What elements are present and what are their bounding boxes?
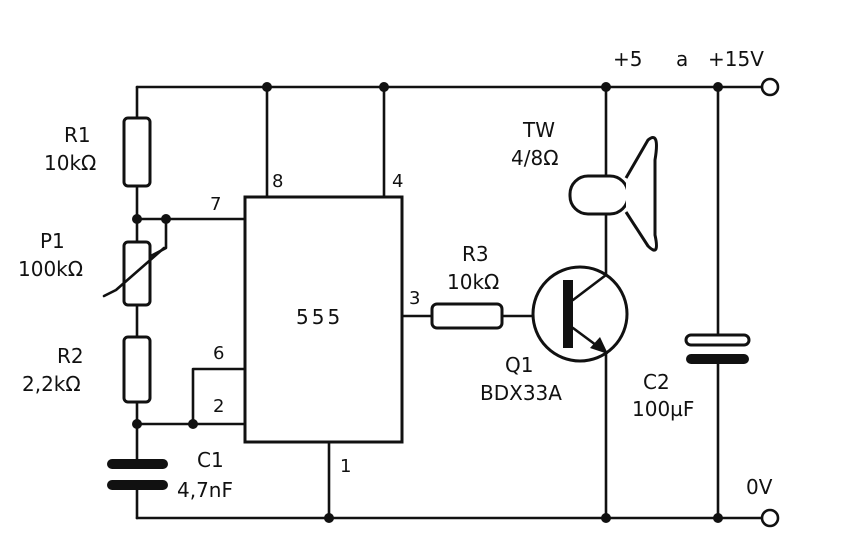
r1-value: 10kΩ [44,151,96,175]
ic-555-body [243,195,404,444]
r3-resistor [430,302,504,330]
tw-ref: TW [522,118,555,142]
wires [135,85,764,520]
c1-value: 4,7nF [177,478,233,502]
p1-adjust-arrow [102,246,166,298]
ground-label: 0V [746,475,773,499]
r1-resistor [122,116,152,188]
supply-15v-label: +15V [708,47,764,71]
supply-terminal [760,77,780,97]
ic-pin-6: 6 [213,343,224,364]
p1-ref: P1 [40,229,65,253]
junction-dots [132,82,723,523]
r1-ref: R1 [64,123,91,147]
ic-pin-4: 4 [392,171,403,192]
ic-pin-2: 2 [213,396,224,417]
c2-capacitor [684,333,751,364]
r2-resistor [122,335,152,404]
r2-ref: R2 [57,344,84,368]
tw-value: 4/8Ω [511,146,558,170]
c2-value: 100µF [632,397,694,421]
ic-name: 555 [296,305,343,329]
ic-pin-3: 3 [409,288,420,309]
r3-ref: R3 [462,242,489,266]
supply-or-label: a [676,47,688,71]
r3-value: 10kΩ [447,270,499,294]
p1-value: 100kΩ [18,257,83,281]
tw-speaker [568,136,658,252]
ic-pin-7: 7 [210,194,221,215]
ic-pin-1: 1 [340,456,351,477]
q1-ref: Q1 [505,353,533,377]
q1-transistor [531,265,629,363]
c2-ref: C2 [643,370,670,394]
c1-capacitor [107,459,168,490]
ground-terminal [760,508,780,528]
q1-value: BDX33A [480,381,562,405]
r2-value: 2,2kΩ [22,372,81,396]
supply-5v-label: +5 [613,47,642,71]
ic-pin-8: 8 [272,171,283,192]
p1-potentiometer [122,240,152,307]
c1-ref: C1 [197,448,224,472]
